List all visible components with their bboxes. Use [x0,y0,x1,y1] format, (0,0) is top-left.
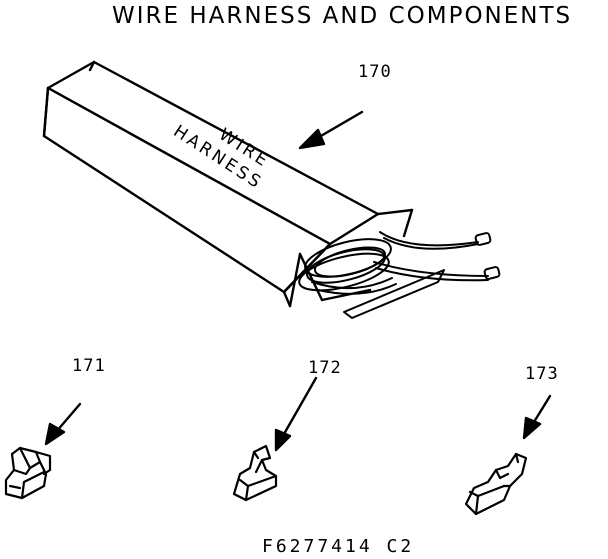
arrow-170 [298,110,364,150]
callout-171: 171 [72,356,106,376]
terminal-171 [4,446,52,500]
arrow-171 [44,402,82,446]
harness-box [42,60,414,308]
arrow-172 [274,376,318,452]
arrow-173 [522,394,552,440]
terminal-173 [464,452,528,516]
terminal-172 [232,444,278,502]
callout-172: 172 [308,358,342,378]
coiled-wires [298,231,501,319]
diagram-title: WIRE HARNESS AND COMPONENTS [112,3,573,29]
callout-173: 173 [525,364,559,384]
figure-code: F6277414 C2 [262,536,415,557]
callout-170: 170 [358,62,392,82]
